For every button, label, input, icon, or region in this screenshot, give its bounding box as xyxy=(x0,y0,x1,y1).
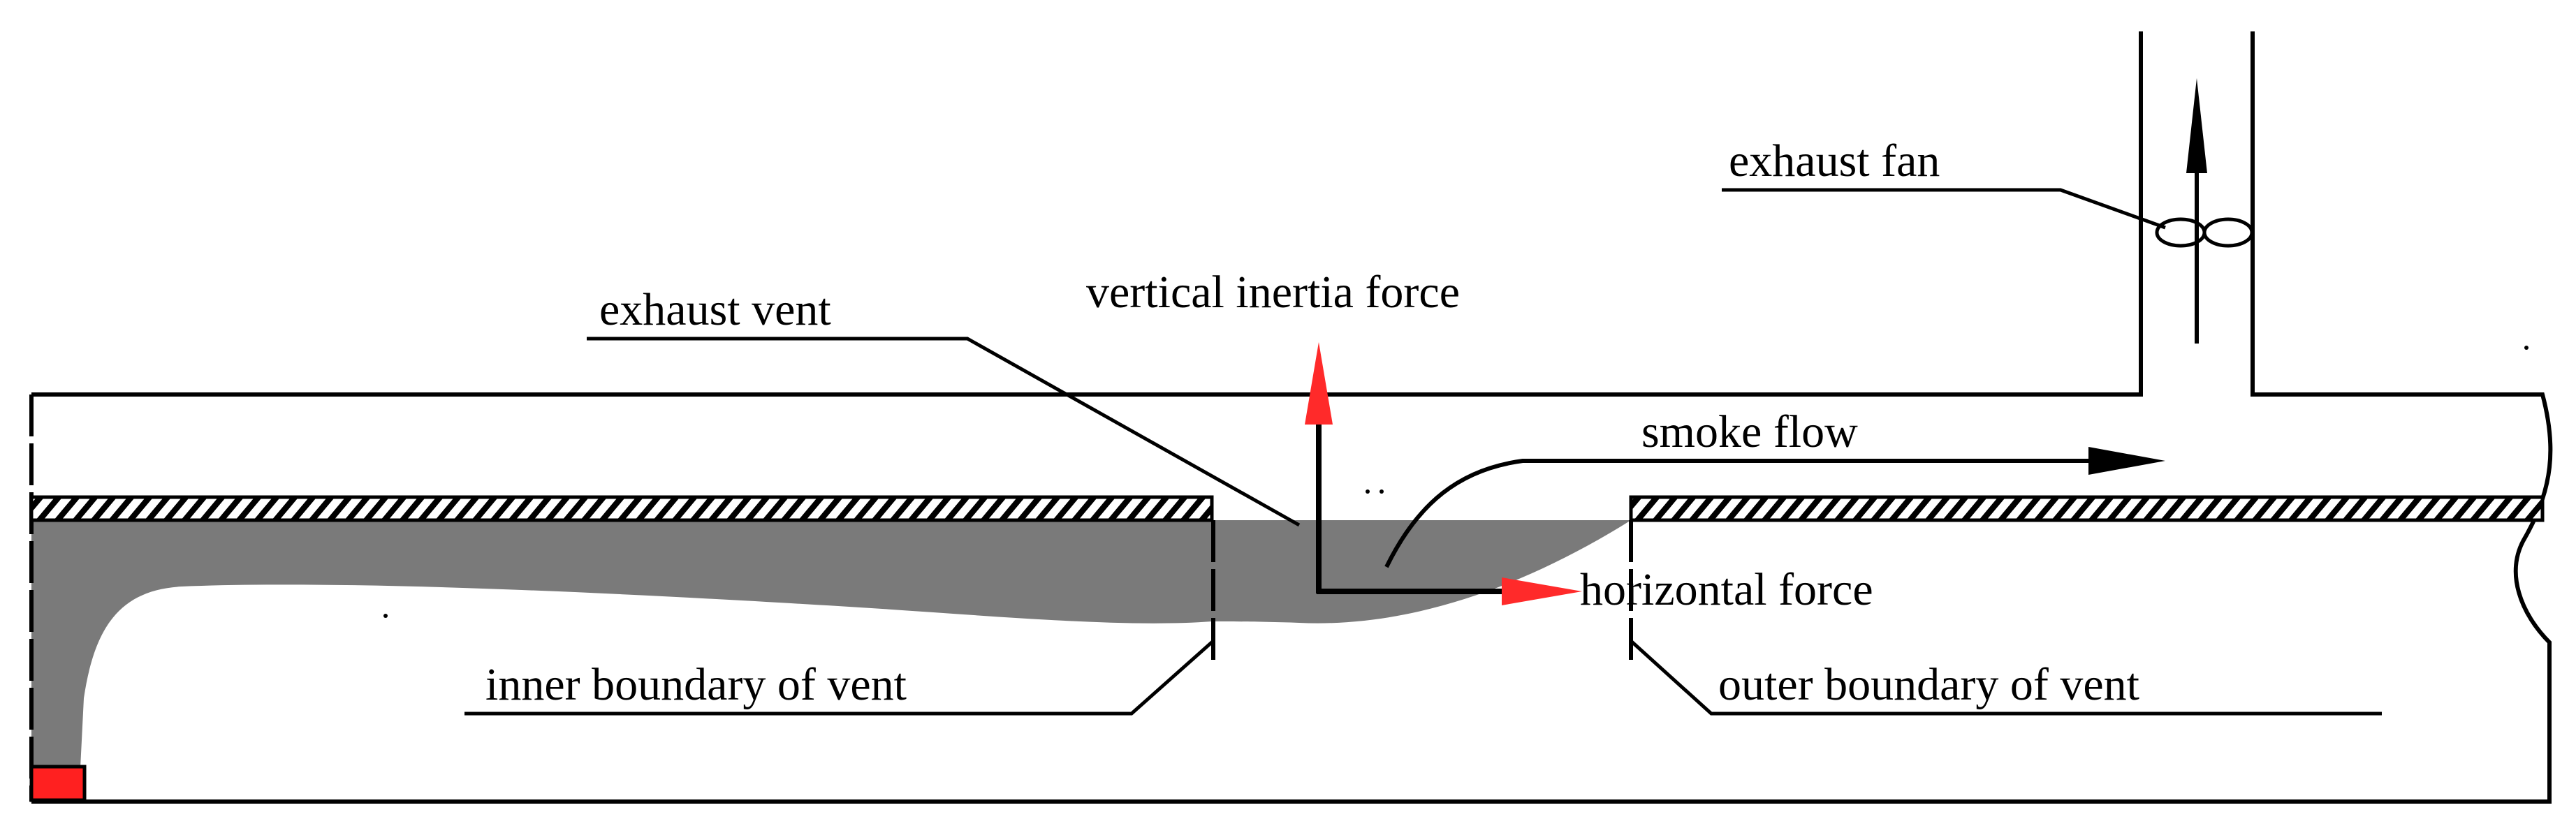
fire-source xyxy=(29,765,87,802)
stray-marks xyxy=(383,346,2529,618)
tunnel-outline xyxy=(31,31,2553,804)
vertical-inertia-force-label: vertical inertia force xyxy=(1086,267,1460,318)
outer-boundary-label: outer boundary of vent xyxy=(1718,659,2139,710)
smoke-layer xyxy=(31,520,1631,768)
horizontal-force-label: horizontal force xyxy=(1580,564,1873,615)
exhaust-fan-leader xyxy=(1722,188,2166,230)
vertical-force-arrow-head xyxy=(1305,342,1333,425)
exhaust-vent-label: exhaust vent xyxy=(599,284,831,335)
smoke-flow-arrow-head xyxy=(2088,447,2165,475)
inner-boundary-leader xyxy=(464,640,1215,716)
ceiling-slab-right xyxy=(1629,495,2545,522)
exhaust-fan-icon xyxy=(2155,217,2254,248)
ceiling-slab-left xyxy=(29,495,1214,522)
horizontal-force-arrow-head xyxy=(1502,577,1582,605)
outer-boundary-leader xyxy=(1630,640,2382,716)
exhaust-fan-label: exhaust fan xyxy=(1729,135,1940,186)
fan-arrow-head xyxy=(2186,78,2207,173)
smoke-flow-arrow-shaft xyxy=(1384,459,2095,568)
smoke-flow-label: smoke flow xyxy=(1641,406,1858,457)
inner-boundary-label: inner boundary of vent xyxy=(485,659,907,710)
exhaust-vent-leader xyxy=(587,337,1301,527)
